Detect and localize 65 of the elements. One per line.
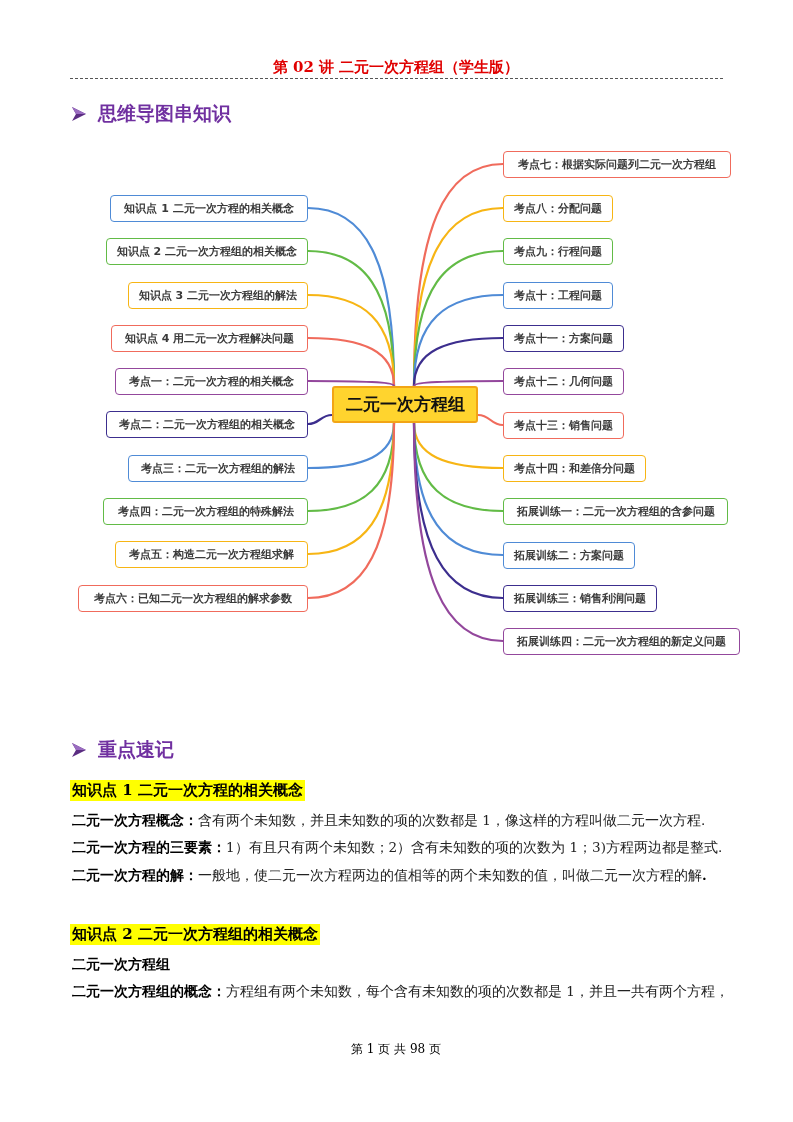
topic-box [503, 497, 728, 525]
branch-curve [412, 379, 505, 388]
paragraph: 二元一次方程概念：含有两个未知数，并且未知数的项的次数都是 1，像这样的方程叫做二元一次方程. [72, 812, 706, 830]
topic-box [503, 584, 657, 612]
topic-label: 考点四：二元一次方程组的特殊解法 [117, 503, 294, 519]
paragraph: 二元一次方程的解：一般地，使二元一次方程两边的值相等的两个未知数的值，叫做二元一次方程的解. [72, 867, 707, 885]
topic-label: 知识点 4 用二元一次方程解决问题 [124, 330, 295, 346]
topic-label: 知识点 1 二元一次方程的相关概念 [124, 200, 294, 216]
central-topic-box [332, 386, 478, 423]
topic-box [503, 541, 635, 569]
topic-label: 考点九：行程问题 [514, 243, 602, 259]
highlighted-heading: 知识点 1 二元一次方程的相关概念 [70, 780, 305, 801]
branch-curve [306, 379, 396, 388]
topic-box [128, 454, 308, 482]
section-heading: 重点速记 [98, 737, 174, 762]
paragraph: 二元一次方程组的概念：方程组有两个未知数，每个含有未知数的项的次数都是 1，并且一共有两个方程， [72, 983, 729, 1001]
topic-label: 拓展训练二：方案问题 [514, 547, 624, 563]
topic-box [127, 281, 308, 309]
topic-box [503, 367, 624, 395]
topic-box [115, 540, 308, 568]
topic-box [78, 584, 308, 612]
topic-box [503, 237, 613, 265]
topic-box [115, 367, 308, 395]
topic-box [503, 411, 624, 439]
branch-curve [306, 413, 334, 426]
topic-label: 拓展训练三：销售利润问题 [514, 590, 646, 606]
subheading: 二元一次方程组 [72, 956, 170, 974]
topic-label: 考点十：工程问题 [514, 287, 602, 303]
page-footer: 第 1 页 共 98 页 [351, 1041, 441, 1058]
paragraph: 二元一次方程的三要素：1）有且只有两个未知数；2）含有未知数的项的次数为 1；3)方程两边都是整式. [72, 839, 723, 857]
topic-box [105, 237, 308, 265]
topic-box [503, 324, 624, 352]
topic-label: 考点十三：销售问题 [514, 417, 613, 433]
topic-label: 考点二：二元一次方程组的相关概念 [119, 416, 295, 432]
topic-label: 知识点 3 二元一次方程组的解法 [138, 287, 297, 303]
topic-label: 考点十四：和差倍分问题 [514, 460, 635, 476]
topic-label: 知识点 2 二元一次方程组的相关概念 [116, 243, 297, 259]
topic-box [111, 324, 308, 352]
branch-curve [306, 421, 396, 600]
page-title: 第 02 讲 二元一次方程组（学生版） [272, 58, 520, 77]
topic-box [106, 410, 308, 438]
topic-label: 考点十一：方案问题 [514, 330, 613, 346]
topic-label: 拓展训练一：二元一次方程组的含参问题 [516, 503, 715, 519]
topic-label: 考点七：根据实际问题列二元一次方程组 [518, 156, 716, 172]
branch-curve [306, 336, 396, 388]
topic-box [503, 150, 731, 178]
topic-label: 考点十二：几何问题 [514, 373, 613, 389]
topic-box [503, 194, 613, 222]
topic-box [110, 194, 308, 222]
section-heading: 思维导图串知识 [98, 101, 231, 126]
topic-label: 考点八：分配问题 [514, 200, 602, 216]
topic-label: 考点五：构造二元一次方程组求解 [129, 546, 294, 562]
branch-curve [412, 421, 505, 643]
topic-box [503, 454, 646, 482]
topic-label: 考点一：二元一次方程的相关概念 [129, 373, 294, 389]
topic-box [503, 627, 740, 655]
topic-label: 拓展训练四：二元一次方程组的新定义问题 [517, 633, 726, 649]
central-topic-label: 二元一次方程组 [345, 393, 465, 416]
topic-box [103, 497, 308, 525]
branch-curve [476, 413, 505, 427]
highlighted-heading: 知识点 2 二元一次方程组的相关概念 [70, 924, 320, 945]
topic-label: 考点三：二元一次方程组的解法 [141, 460, 295, 476]
topic-box [503, 281, 613, 309]
topic-label: 考点六：已知二元一次方程组的解求参数 [94, 590, 292, 606]
branch-curve [412, 336, 505, 388]
